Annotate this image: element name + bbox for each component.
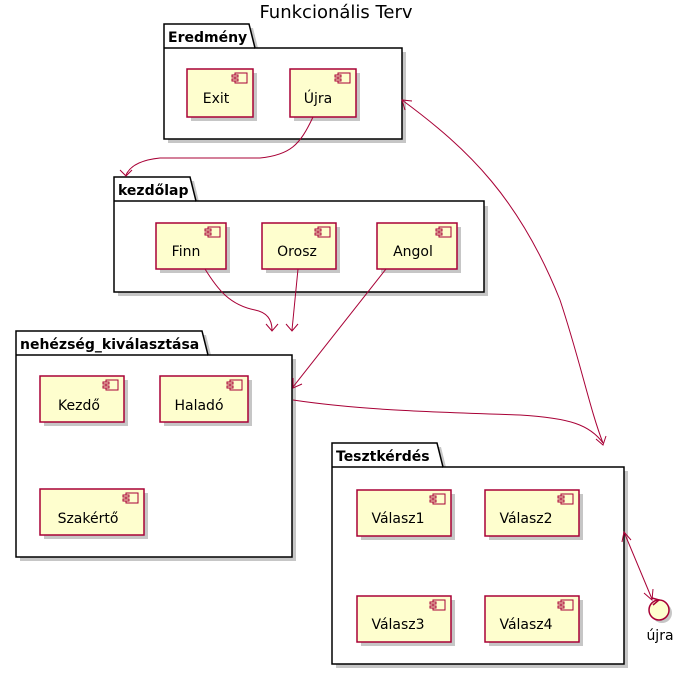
component-angol-label: Angol xyxy=(393,244,433,260)
component-valasz1-label: Válasz1 xyxy=(371,511,424,527)
package-teszt-name: Tesztkérdés xyxy=(336,449,430,465)
edge-teszt-to-control xyxy=(623,531,653,600)
diagram-title: Funkcionális Terv xyxy=(259,2,412,23)
package-nehezseg-name: nehézség_kiválasztása xyxy=(20,337,199,353)
edge-teszt-to-control-arrowhead-end xyxy=(643,588,654,602)
control-circle-icon xyxy=(648,599,670,621)
component-kezdo: Kezdő xyxy=(39,375,128,426)
component-exit-label: Exit xyxy=(203,91,230,107)
edge-angol-to-nehezseg xyxy=(292,268,387,388)
component-finn-label: Finn xyxy=(172,244,201,260)
component-valasz2-label: Válasz2 xyxy=(499,511,552,527)
component-valasz1: Válasz1 xyxy=(356,489,455,540)
edge-finn-to-nehezseg xyxy=(204,268,273,331)
edge-eredmeny-teszt xyxy=(401,99,604,444)
control-ujra: újra xyxy=(646,597,674,644)
edge-orosz-to-nehezseg xyxy=(291,268,299,331)
component-valasz2: Válasz2 xyxy=(484,489,583,540)
component-exit: Exit xyxy=(186,68,257,121)
edge-eredmeny-teszt-arrowhead-top xyxy=(401,99,413,111)
package-eredmeny-name: Eredmény xyxy=(168,30,247,46)
package-kezdolap-name: kezdőlap xyxy=(118,183,189,199)
edge-teszt-to-control-arrowhead-start xyxy=(621,530,632,543)
component-szakerto: Szakértő xyxy=(39,488,148,539)
component-angol: Angol xyxy=(376,222,461,273)
component-kezdo-label: Kezdő xyxy=(58,398,100,414)
component-halado: Haladó xyxy=(159,375,252,426)
package-eredmeny: Eredmény Exit Újra xyxy=(163,23,406,143)
component-valasz3: Válasz3 xyxy=(356,595,455,646)
package-teszt: Tesztkérdés Válasz1 Válasz2 Válasz3 xyxy=(331,442,628,668)
edges xyxy=(119,99,654,602)
edge-nehezseg-to-teszt xyxy=(292,399,604,444)
edge-nehezseg-to-teszt-arrowhead xyxy=(595,435,607,446)
edge-ujra-to-kezdolap-arrowhead xyxy=(119,169,133,177)
edge-ujra-to-kezdolap xyxy=(125,116,314,176)
component-szakerto-label: Szakértő xyxy=(58,511,119,527)
component-ujra: Újra xyxy=(289,68,360,121)
package-kezdolap: kezdőlap Finn Orosz Angol xyxy=(113,176,488,296)
component-orosz-label: Orosz xyxy=(277,244,317,260)
component-valasz4-label: Válasz4 xyxy=(499,617,552,633)
control-arrow-icon xyxy=(651,597,661,606)
package-nehezseg: nehézség_kiválasztása Kezdő Haladó Szaké… xyxy=(15,330,296,561)
edge-finn-to-nehezseg-arrowhead xyxy=(265,323,279,332)
control-ujra-label: újra xyxy=(646,628,673,644)
component-valasz3-label: Válasz3 xyxy=(371,617,424,633)
component-finn: Finn xyxy=(155,222,230,273)
component-ujra-label: Újra xyxy=(304,89,332,107)
component-valasz4: Válasz4 xyxy=(484,595,583,646)
component-orosz: Orosz xyxy=(261,222,340,273)
component-halado-label: Haladó xyxy=(174,398,223,414)
edge-angol-to-nehezseg-arrowhead xyxy=(292,378,303,389)
edge-orosz-to-nehezseg-arrowhead xyxy=(285,323,299,332)
